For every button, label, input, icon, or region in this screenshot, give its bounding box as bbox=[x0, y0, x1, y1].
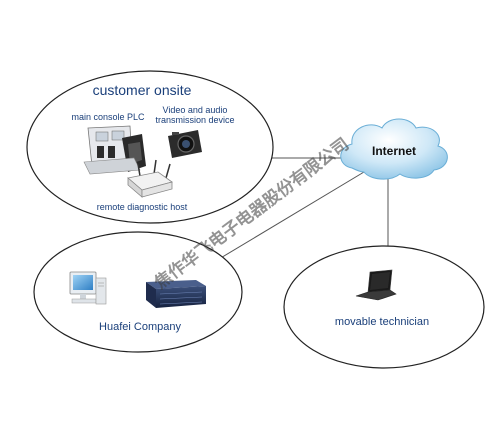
desktop-computer-icon bbox=[69, 271, 107, 305]
technician-label: movable technician bbox=[335, 316, 429, 328]
server-rack-icon bbox=[146, 280, 206, 308]
host-label: remote diagnostic host bbox=[97, 202, 188, 212]
internet-label: Internet bbox=[372, 144, 416, 158]
plc-console-icon bbox=[83, 125, 146, 175]
video-label-line1: Video and audio bbox=[163, 105, 228, 115]
huafei-ellipse bbox=[33, 231, 243, 353]
huafei-label: Huafei Company bbox=[99, 321, 181, 333]
line-huafei-internet bbox=[213, 171, 365, 263]
router-icon bbox=[127, 159, 173, 198]
customer-onsite-title: customer onsite bbox=[93, 82, 192, 98]
technician-ellipse bbox=[283, 245, 485, 369]
customer-onsite-ellipse bbox=[26, 70, 274, 224]
camera-icon bbox=[168, 130, 202, 158]
laptop-icon bbox=[355, 269, 397, 301]
video-label-line2: transmission device bbox=[155, 115, 234, 125]
plc-label: main console PLC bbox=[71, 112, 145, 122]
huafei-group: Huafei Company bbox=[33, 231, 243, 353]
customer-onsite-group: customer onsite main console PLC Video a… bbox=[26, 70, 274, 224]
technician-group: movable technician bbox=[283, 245, 485, 369]
cloud-icon: Internet bbox=[340, 118, 448, 180]
